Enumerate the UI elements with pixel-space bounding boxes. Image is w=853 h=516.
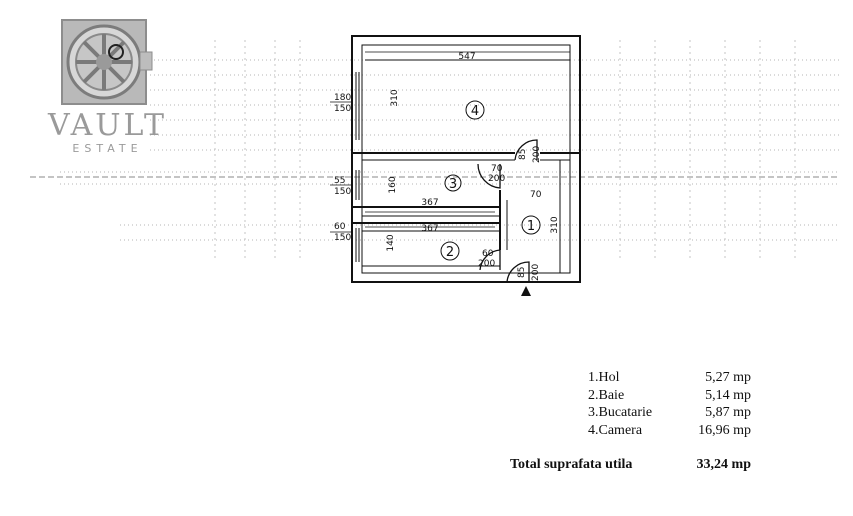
dim-window2-top: 55 — [334, 176, 345, 186]
area-value: 5,14 mp — [705, 387, 751, 403]
room-label-4: 4 — [465, 100, 485, 120]
dim-room4-height: 310 — [390, 89, 400, 106]
logo-subtitle: ESTATE — [72, 142, 143, 155]
dim-room2-height: 140 — [386, 234, 396, 251]
dim-entry-top: 85 — [517, 267, 527, 278]
room-label-3: 3 — [444, 174, 462, 192]
door-room2 — [479, 249, 501, 271]
area-row: 1.Hol 5,27 mp — [510, 370, 755, 388]
logo-wordmark: VAULT — [47, 108, 168, 143]
dim-hol-width: 70 — [530, 190, 542, 200]
dim-door4-top: 85 — [518, 149, 528, 160]
dim-top-width: 547 — [458, 52, 475, 62]
dim-door3-bottom: 200 — [488, 174, 505, 184]
dim-door2-bottom: 200 — [478, 259, 495, 269]
dim-door2-top: 60 — [482, 249, 494, 259]
dim-window3-top: 60 — [334, 222, 346, 232]
area-name: 4.Camera — [588, 422, 643, 438]
dim-window1-top: 180 — [334, 93, 351, 103]
svg-text:2: 2 — [446, 245, 454, 260]
dim-window2-bottom: 150 — [334, 187, 351, 197]
dim-door4-bottom: 200 — [532, 146, 542, 163]
entry-arrow — [521, 286, 531, 296]
total-label: Total suprafata utila — [510, 457, 633, 472]
area-name: 3.Bucatarie — [588, 405, 653, 420]
area-row: 3.Bucatarie 5,87 mp — [510, 405, 755, 423]
room-label-1: 1 — [521, 215, 541, 235]
svg-text:4: 4 — [471, 104, 479, 119]
dim-window1-bottom: 150 — [334, 104, 351, 114]
door-room4 — [514, 139, 538, 161]
dim-room3-width: 367 — [421, 198, 438, 208]
dim-room2-width: 367 — [421, 224, 438, 234]
area-name: 2.Baie — [588, 387, 625, 403]
dim-room3-height: 160 — [388, 176, 398, 193]
area-row: 2.Baie 5,14 mp — [510, 388, 755, 406]
area-value: 5,27 mp — [705, 370, 751, 385]
inner-wall — [361, 44, 571, 274]
door-entry — [506, 261, 530, 283]
svg-text:1: 1 — [527, 219, 535, 234]
outer-wall — [351, 35, 581, 283]
area-table: 1.Hol 5,27 mp 2.Baie 5,14 mp 3.Bucatarie… — [510, 370, 755, 440]
total-value: 33,24 mp — [696, 457, 751, 472]
area-row: 4.Camera 16,96 mp — [510, 423, 755, 441]
area-value: 5,87 mp — [705, 405, 751, 420]
door-room3 — [477, 163, 501, 189]
dim-hol-height: 310 — [550, 216, 560, 233]
room-label-2: 2 — [440, 241, 460, 261]
dim-window3-bottom: 150 — [334, 233, 351, 243]
vault-door-icon — [61, 19, 153, 105]
area-value: 16,96 mp — [698, 422, 751, 438]
svg-text:3: 3 — [449, 177, 457, 192]
dim-entry-bottom: 200 — [531, 264, 541, 281]
dim-door3-top: 70 — [491, 164, 503, 174]
area-name: 1.Hol — [588, 370, 620, 385]
